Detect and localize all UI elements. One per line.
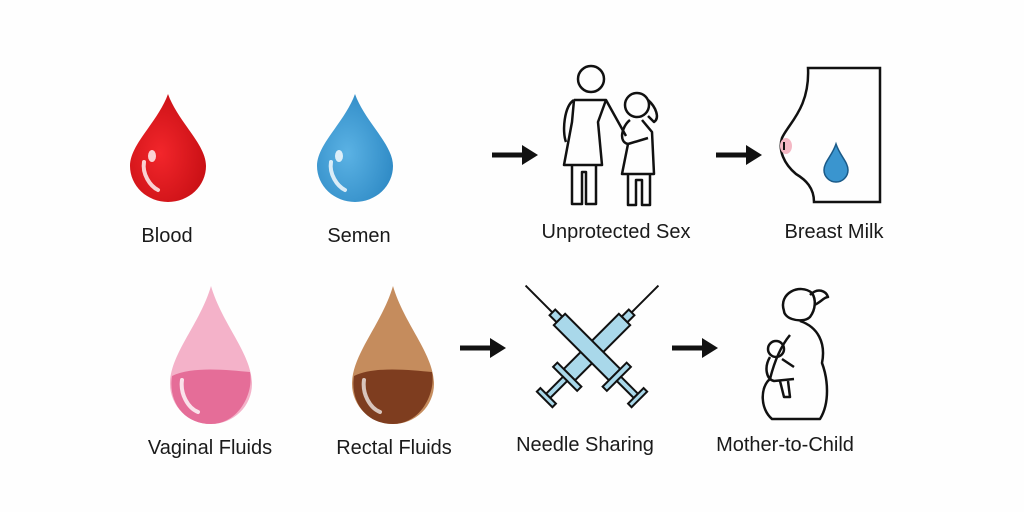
vaginal-fluids-drop-icon xyxy=(170,286,252,424)
fluid-label-semen: Semen xyxy=(327,225,391,247)
blood-drop-icon xyxy=(130,94,206,202)
fluid-label-rectal-fluids: Rectal Fluids xyxy=(336,437,452,459)
crossed-syringes-icon xyxy=(525,284,659,409)
couple-icon xyxy=(562,64,659,207)
route-label-mother-to-child: Mother-to-Child xyxy=(716,434,854,456)
breast-milk-icon xyxy=(779,66,882,204)
mother-child-icon xyxy=(761,287,830,421)
semen-drop-icon xyxy=(317,94,393,202)
arrow-right-icon xyxy=(672,338,718,358)
route-label-needle-sharing: Needle Sharing xyxy=(516,434,654,456)
route-label-breast-milk: Breast Milk xyxy=(784,221,884,243)
arrow-right-icon xyxy=(460,338,506,358)
fluid-label-blood: Blood xyxy=(141,225,193,247)
arrow-right-icon xyxy=(716,145,762,165)
route-label-unprotected-sex: Unprotected Sex xyxy=(541,221,691,243)
rectal-fluids-drop-icon xyxy=(352,286,434,424)
arrow-right-icon xyxy=(492,145,538,165)
fluid-label-vaginal-fluids: Vaginal Fluids xyxy=(147,437,273,459)
